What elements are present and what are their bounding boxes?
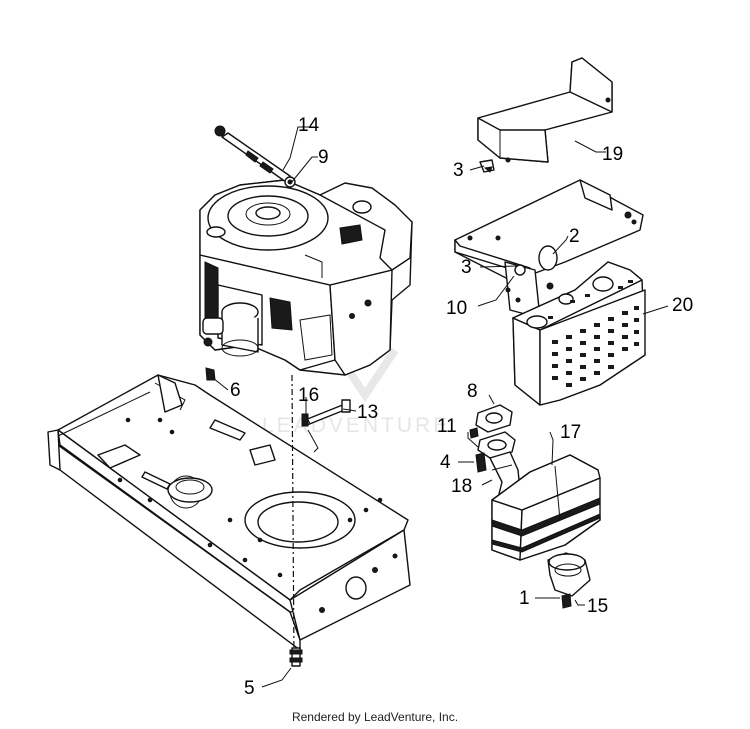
callout-1: 1 xyxy=(519,588,530,609)
callout-20: 20 xyxy=(672,295,693,316)
muffler-17 xyxy=(491,454,601,561)
callout-19: 19 xyxy=(602,144,623,165)
callout-15: 15 xyxy=(587,596,608,617)
callout-3-upper: 3 xyxy=(453,160,464,181)
callout-18: 18 xyxy=(451,476,472,497)
leader-lines xyxy=(212,126,669,688)
chassis-frame xyxy=(47,374,411,651)
heat-shield-19 xyxy=(477,57,613,163)
outlet-deflector-15 xyxy=(547,552,591,597)
screw-3-upper xyxy=(479,159,495,173)
callout-4: 4 xyxy=(440,452,451,473)
callout-9: 9 xyxy=(318,147,329,168)
muffler-guard-20 xyxy=(512,261,646,406)
bolt-4 xyxy=(475,452,487,473)
pin-13 xyxy=(301,399,351,453)
callout-6: 6 xyxy=(230,380,241,401)
callout-14: 14 xyxy=(298,115,320,136)
bolt-5 xyxy=(289,647,303,667)
exhaust-flange xyxy=(469,427,516,459)
muffler-bracket xyxy=(454,179,644,319)
callout-16: 16 xyxy=(298,385,319,406)
callout-13: 13 xyxy=(357,402,378,423)
engine xyxy=(199,179,413,376)
callout-5: 5 xyxy=(244,678,255,699)
callout-labels: 14 9 19 3 2 3 10 20 6 16 13 8 11 17 4 18… xyxy=(230,115,693,699)
screw-1 xyxy=(561,593,572,609)
render-credit: Rendered by LeadVenture, Inc. xyxy=(291,710,459,724)
callout-10: 10 xyxy=(446,298,467,319)
callout-8: 8 xyxy=(467,381,478,402)
assembly-center-line xyxy=(291,374,295,661)
callout-17: 17 xyxy=(560,422,581,443)
dipstick-tube xyxy=(214,125,296,188)
gasket-8 xyxy=(475,404,513,433)
callout-11: 11 xyxy=(437,416,457,437)
callout-3-lower: 3 xyxy=(461,257,472,278)
callout-2: 2 xyxy=(569,226,580,247)
